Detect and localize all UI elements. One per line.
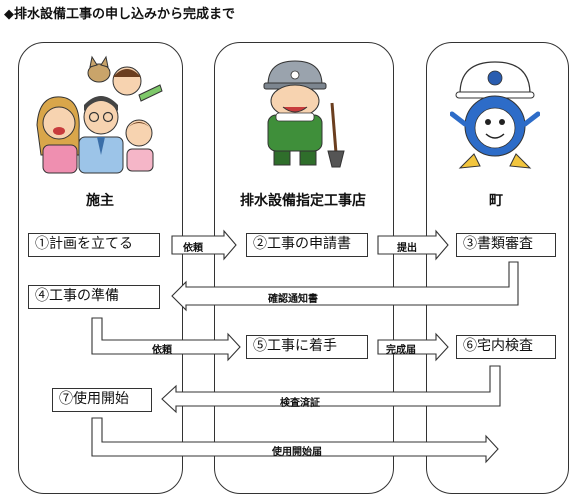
arrow-label-start-notice: 使用開始届	[272, 447, 322, 458]
arrow-label-completion: 完成届	[386, 345, 416, 356]
arrow-label-request-2: 依頼	[152, 345, 172, 356]
arrow-completion	[377, 332, 449, 362]
town-mascot-illustration	[450, 61, 540, 169]
lane-label-owner: 施主	[86, 193, 114, 209]
arrow-label-inspection-cert: 検査済証	[280, 398, 320, 409]
step-1-plan: ①計画を立てる	[28, 233, 160, 257]
arrow-label-confirmation: 確認通知書	[268, 294, 318, 305]
arrow-start-notice	[91, 417, 499, 464]
arrow-label-submit: 提出	[397, 243, 417, 254]
step-3-document-review: ③書類審査	[456, 233, 556, 257]
step-6-inspection: ⑥宅内検査	[456, 335, 556, 359]
step-5-start-work: ⑤工事に着手	[246, 335, 368, 359]
arrow-label-request-1: 依頼	[183, 243, 203, 254]
step-7-start-use: ⑦使用開始	[52, 388, 152, 412]
arrow-request-2	[91, 317, 241, 362]
step-2-application: ②工事の申請書	[246, 233, 368, 257]
family-illustration	[36, 55, 163, 174]
construction-worker-illustration	[263, 60, 345, 168]
lane-label-town: 町	[489, 193, 503, 209]
page-title: ◆排水設備工事の申し込みから完成まで	[4, 7, 235, 22]
arrow-confirmation	[171, 261, 519, 312]
arrow-inspection-cert	[161, 365, 501, 414]
arrow-submit	[377, 229, 449, 261]
arrow-request-1	[171, 229, 237, 261]
step-4-preparation: ④工事の準備	[28, 285, 160, 309]
lane-label-contractor: 排水設備指定工事店	[240, 193, 366, 209]
